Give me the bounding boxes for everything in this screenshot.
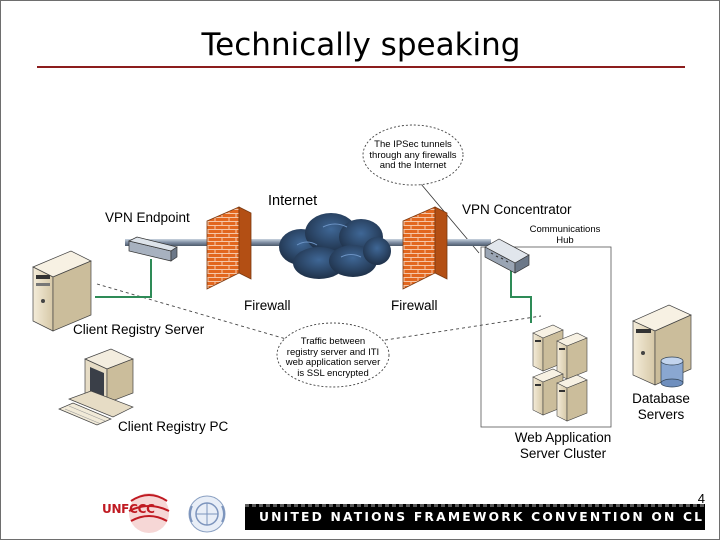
database-servers-label: Database Servers <box>632 391 690 422</box>
unfccc-logo-icon <box>128 493 170 533</box>
internet-cloud <box>279 213 391 279</box>
client-registry-pc-graphic <box>58 348 134 426</box>
unfccc-wordmark: UNFCCC <box>102 502 155 516</box>
client-registry-pc-label: Client Registry PC <box>118 419 229 434</box>
footer-banner-text: UNITED NATIONS FRAMEWORK CONVENTION ON C… <box>259 510 705 524</box>
vpn-endpoint-device <box>127 236 178 262</box>
backbone-pipe-right <box>421 239 491 246</box>
backbone-pipe-left <box>125 239 217 246</box>
web-server-cluster-graphic <box>532 324 588 422</box>
communications-hub-device <box>484 238 530 274</box>
page-number: 4 <box>697 491 705 506</box>
link-endpoint-server <box>95 259 152 298</box>
client-registry-server-graphic <box>32 250 92 332</box>
ssl-callout-text: Traffic between registry server and ITI … <box>285 336 381 379</box>
ipsec-callout-text: The IPSec tunnels through any firewalls … <box>369 139 457 171</box>
footer-banner: UNITED NATIONS FRAMEWORK CONVENTION ON C… <box>245 504 705 530</box>
dmz-box <box>480 246 612 428</box>
slide-title: Technically speaking <box>201 27 521 63</box>
un-emblem-icon <box>188 495 226 533</box>
firewall-left-graphic <box>206 206 252 290</box>
communications-hub-label: Communications Hub <box>529 224 601 246</box>
firewall-right-graphic <box>402 206 448 290</box>
internet-label: Internet <box>268 193 318 209</box>
ssl-tunnel-right <box>378 315 542 342</box>
web-cluster-label: Web Application Server Cluster <box>514 430 612 461</box>
footer-stripe <box>245 504 705 507</box>
ssl-callout-bubble <box>276 322 390 388</box>
firewall-left-label: Firewall <box>244 298 291 313</box>
vpn-concentrator-label: VPN Concentrator <box>462 202 572 217</box>
ssl-tunnel-left <box>96 283 294 342</box>
link-hub-cluster <box>510 269 532 323</box>
ipsec-callout-bubble <box>362 124 464 186</box>
firewall-right-label: Firewall <box>391 298 438 313</box>
vpn-endpoint-label: VPN Endpoint <box>105 210 190 225</box>
client-registry-server-label: Client Registry Server <box>73 322 205 337</box>
database-server-graphic <box>632 304 692 388</box>
title-underline <box>37 66 685 68</box>
